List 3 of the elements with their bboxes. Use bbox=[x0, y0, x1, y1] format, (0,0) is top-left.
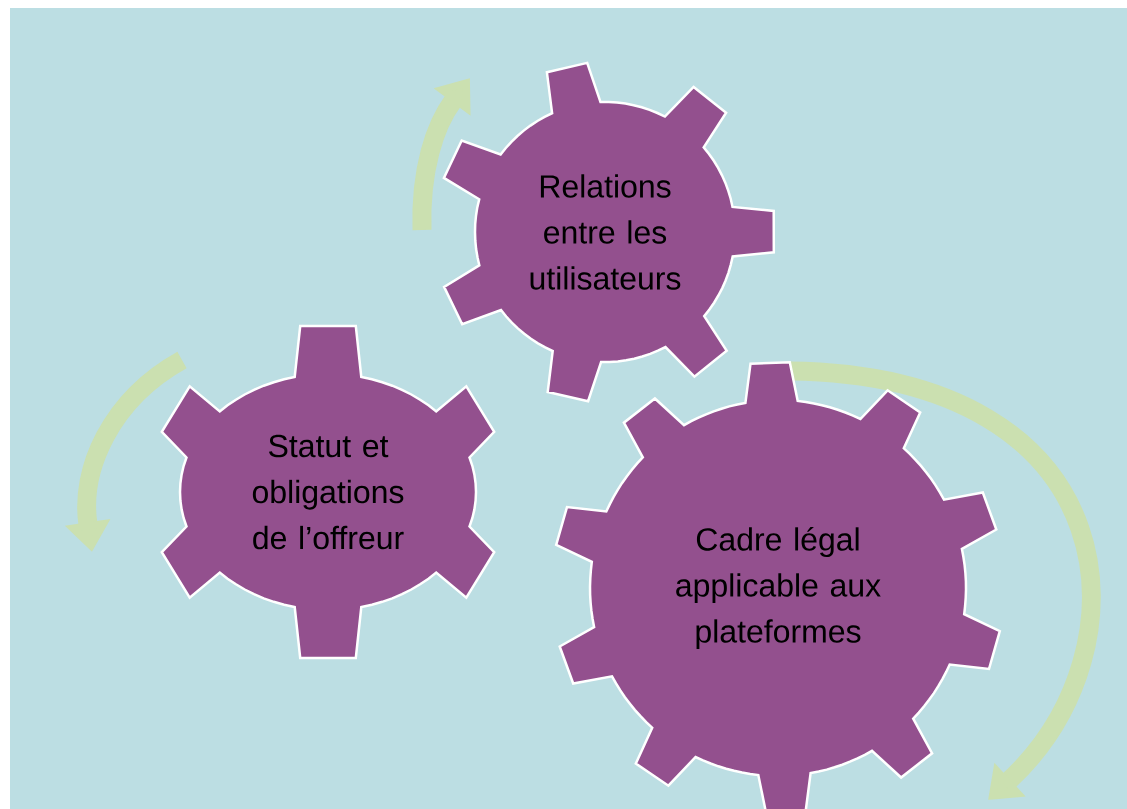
gear: Statut et obligations de l’offreur bbox=[160, 324, 496, 660]
gear: Relations entre les utilisateurs bbox=[442, 61, 776, 403]
gear: Cadre légal applicable aux plateformes bbox=[554, 361, 1002, 809]
